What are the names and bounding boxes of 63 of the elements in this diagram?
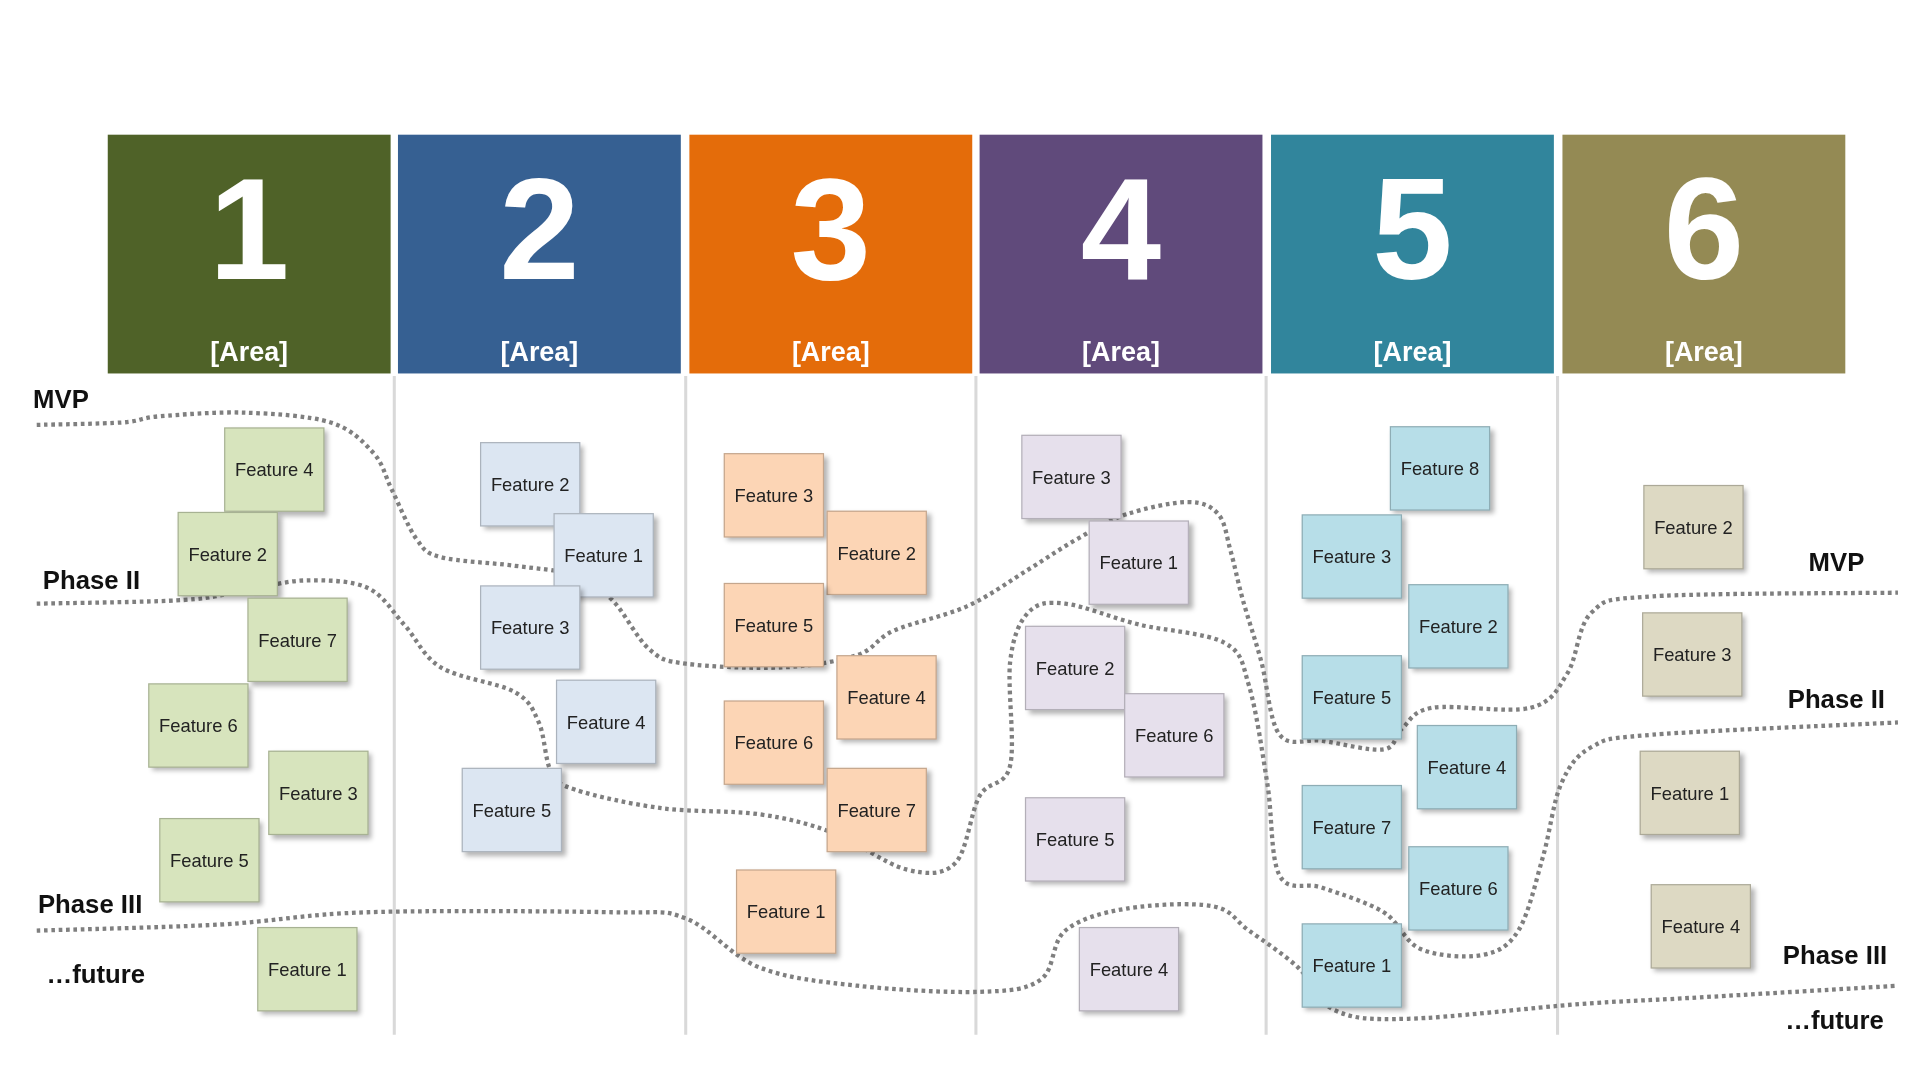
sticky-note: Feature 8 xyxy=(1389,426,1491,511)
sticky-note: Feature 7 xyxy=(1301,784,1403,870)
area-title: [Area] xyxy=(1372,336,1453,369)
area-title: [Area] xyxy=(499,336,580,369)
sticky-note: Feature 4 xyxy=(1078,926,1180,1012)
area-number: 4 xyxy=(1079,156,1163,302)
area-number: 1 xyxy=(208,156,291,302)
sticky-note: Feature 3 xyxy=(268,750,369,836)
phase-label: MVP xyxy=(33,384,89,414)
sticky-note: Feature 5 xyxy=(159,817,260,903)
phase-label: …future xyxy=(46,960,146,990)
area-number: 5 xyxy=(1371,156,1454,302)
area-header-panel xyxy=(1271,134,1554,374)
sticky-note: Feature 2 xyxy=(1408,584,1509,669)
sticky-note: Feature 4 xyxy=(224,427,325,512)
sticky-note: Feature 3 xyxy=(1301,514,1403,599)
sticky-note: Feature 4 xyxy=(1416,724,1518,810)
sticky-note: Feature 6 xyxy=(1408,846,1509,931)
area-header-panel xyxy=(107,134,391,374)
phase-label: Phase III xyxy=(37,890,143,920)
sticky-note: Feature 4 xyxy=(555,679,657,765)
area-number: 2 xyxy=(498,156,581,302)
sticky-note: Feature 6 xyxy=(1124,693,1225,778)
sticky-note: Feature 2 xyxy=(1024,625,1126,711)
sticky-note: Feature 1 xyxy=(1639,750,1740,836)
sticky-note: Feature 3 xyxy=(480,585,581,670)
sticky-note: Feature 4 xyxy=(1650,884,1751,969)
sticky-note: Feature 1 xyxy=(1301,923,1403,1008)
sticky-note: Feature 5 xyxy=(1024,797,1126,882)
area-title: [Area] xyxy=(1081,336,1161,369)
phase-label: …future xyxy=(1785,1005,1884,1035)
sticky-note: Feature 2 xyxy=(1643,484,1744,570)
area-title: [Area] xyxy=(790,336,871,369)
sticky-note: Feature 1 xyxy=(553,513,654,598)
area-header-panel xyxy=(979,134,1263,374)
phase-label: Phase III xyxy=(1782,940,1888,970)
area-header-panel xyxy=(397,134,681,374)
area-number: 6 xyxy=(1662,156,1746,302)
phase-label: Phase II xyxy=(1787,684,1885,714)
sticky-note: Feature 3 xyxy=(1642,612,1743,697)
sticky-note: Feature 1 xyxy=(257,926,358,1012)
sticky-note: Feature 6 xyxy=(723,700,825,785)
sticky-note: Feature 2 xyxy=(480,442,581,527)
area-number: 3 xyxy=(789,156,872,302)
sticky-note: Feature 7 xyxy=(247,597,348,683)
area-title: [Area] xyxy=(1663,336,1744,369)
sticky-note: Feature 5 xyxy=(461,767,563,853)
sticky-note: Feature 2 xyxy=(826,510,927,596)
sticky-note: Feature 5 xyxy=(1301,655,1403,740)
sticky-note: Feature 2 xyxy=(177,511,278,597)
phase-label: Phase II xyxy=(42,565,141,596)
area-title: [Area] xyxy=(209,336,290,369)
sticky-note: Feature 4 xyxy=(836,655,937,740)
sticky-note: Feature 7 xyxy=(826,767,927,853)
sticky-note: Feature 3 xyxy=(723,453,825,538)
sticky-note: Feature 3 xyxy=(1021,434,1122,520)
phase-label: MVP xyxy=(1808,547,1865,577)
sticky-note: Feature 1 xyxy=(735,869,837,954)
sticky-note: Feature 5 xyxy=(723,582,825,668)
sticky-note: Feature 1 xyxy=(1088,520,1189,605)
area-header-panel xyxy=(1562,134,1846,374)
sticky-note: Feature 6 xyxy=(148,683,249,768)
area-header-panel xyxy=(689,134,973,374)
